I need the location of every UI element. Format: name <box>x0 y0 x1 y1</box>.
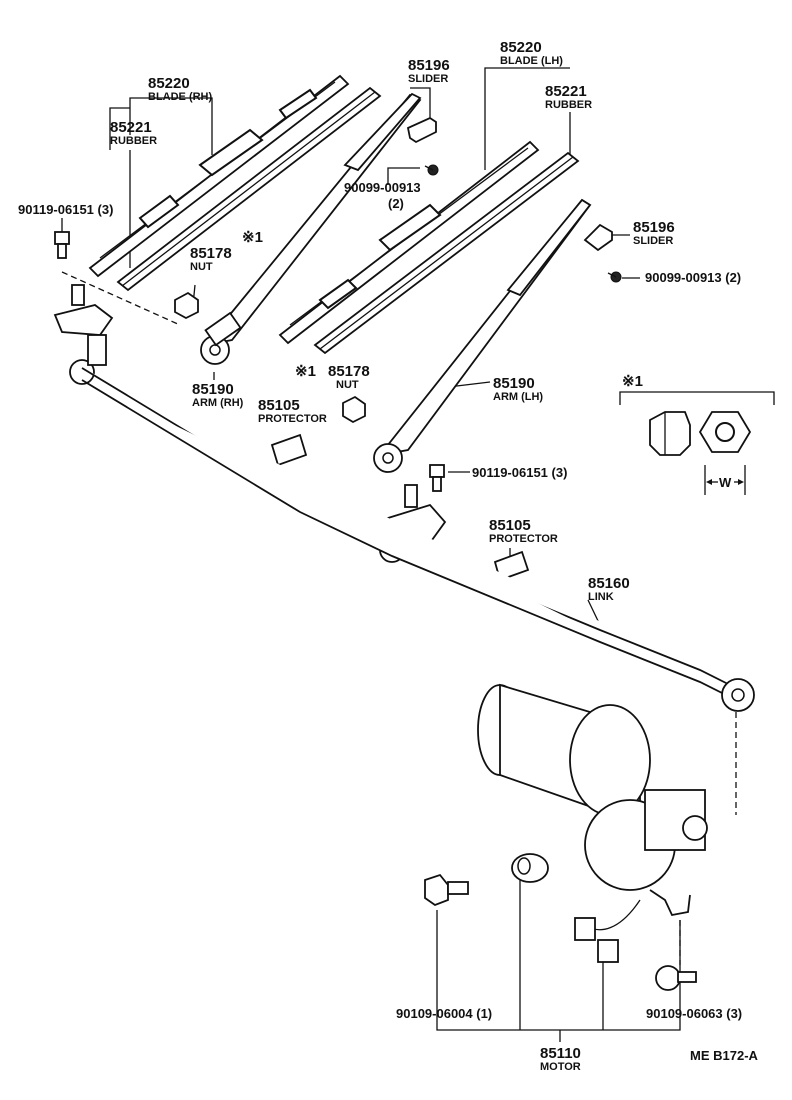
motor-name: MOTOR <box>540 1061 581 1073</box>
figure-code: ME B172-A <box>690 1048 759 1063</box>
slider-top-part-number: 85196 <box>408 57 450 74</box>
link-part-number: 85160 <box>588 575 630 592</box>
leader-lines <box>61 67 775 1042</box>
nut-rh-name: NUT <box>190 261 213 273</box>
slider-top-name: SLIDER <box>408 73 448 85</box>
motor-part-number: 85110 <box>540 1045 581 1062</box>
bolt-mid <box>429 464 445 492</box>
rubber-lh <box>313 151 580 355</box>
slider-right <box>583 223 613 252</box>
screw-right <box>607 271 622 283</box>
detail-nut-top <box>698 411 752 453</box>
slider-right-part-number: 85196 <box>633 219 675 236</box>
link-name: LINK <box>588 591 614 603</box>
nut-mid-mark: ※1 <box>295 363 316 380</box>
arm-rh <box>200 92 422 365</box>
arm-lh-name: ARM (LH) <box>493 391 543 403</box>
rubber-lh-part-number: 85221 <box>545 83 587 100</box>
screw-top <box>424 164 439 176</box>
protector-mid-part-number: 85105 <box>489 517 531 534</box>
arm-lh-part-number: 85190 <box>493 375 535 392</box>
protector-mid-name: PROTECTOR <box>489 533 558 545</box>
nut-mid-part-number: 85178 <box>328 363 370 380</box>
rubber-rh-name: RUBBER <box>110 135 157 147</box>
protector-left-name: PROTECTOR <box>258 413 327 425</box>
rubber-rh <box>116 86 382 292</box>
bolt-mid-part-number: 90119-06151 (3) <box>472 465 567 480</box>
detail-mark: ※1 <box>622 373 643 390</box>
rubber-lh-name: RUBBER <box>545 99 592 111</box>
blade-lh-part-number: 85220 <box>500 39 542 56</box>
slider-top <box>406 116 437 144</box>
link-rod <box>81 367 755 712</box>
rubber-rh-part-number: 85221 <box>110 119 152 136</box>
arm-rh-mark: ※1 <box>242 229 263 246</box>
blade-rh-name: BLADE (RH) <box>148 91 212 103</box>
detail-nut-side <box>649 411 691 456</box>
blade-lh-name: BLADE (LH) <box>500 55 563 67</box>
wiper-motor <box>477 683 708 963</box>
arm-rh-name: ARM (RH) <box>192 397 244 409</box>
protector-left <box>270 433 308 467</box>
bolt-rh-part-number: 90119-06151 (3) <box>18 202 113 217</box>
grommet <box>511 853 549 883</box>
slider-right-name: SLIDER <box>633 235 673 247</box>
nut-rh-part-number: 85178 <box>190 245 232 262</box>
bolt-bottom <box>424 873 469 907</box>
screw-top-part-number: 90099-00913 <box>344 180 421 195</box>
arm-lh <box>373 198 592 473</box>
bolt-rh <box>54 231 70 259</box>
bolt-bottom-part-number: 90109-06004 (1) <box>396 1006 492 1021</box>
blade-rh <box>88 74 350 278</box>
screw-top-quantity: (2) <box>388 196 404 211</box>
arm-rh-part-number: 85190 <box>192 381 234 398</box>
nut-mid <box>342 395 366 424</box>
screw-bottom-part-number: 90109-06063 (3) <box>646 1006 742 1021</box>
nut-rh <box>174 291 199 320</box>
protector-left-part-number: 85105 <box>258 397 300 414</box>
callout-labels: 85220 BLADE (RH) 85221 RUBBER 90119-0615… <box>18 39 759 1073</box>
screw-bottom <box>655 965 697 991</box>
width-dimension-label: W <box>719 475 732 490</box>
blade-rh-part-number: 85220 <box>148 75 190 92</box>
blade-lh <box>278 140 540 345</box>
pivot-rh <box>53 284 114 385</box>
screw-right-part-number: 90099-00913 (2) <box>645 270 741 285</box>
nut-mid-name: NUT <box>336 379 359 391</box>
